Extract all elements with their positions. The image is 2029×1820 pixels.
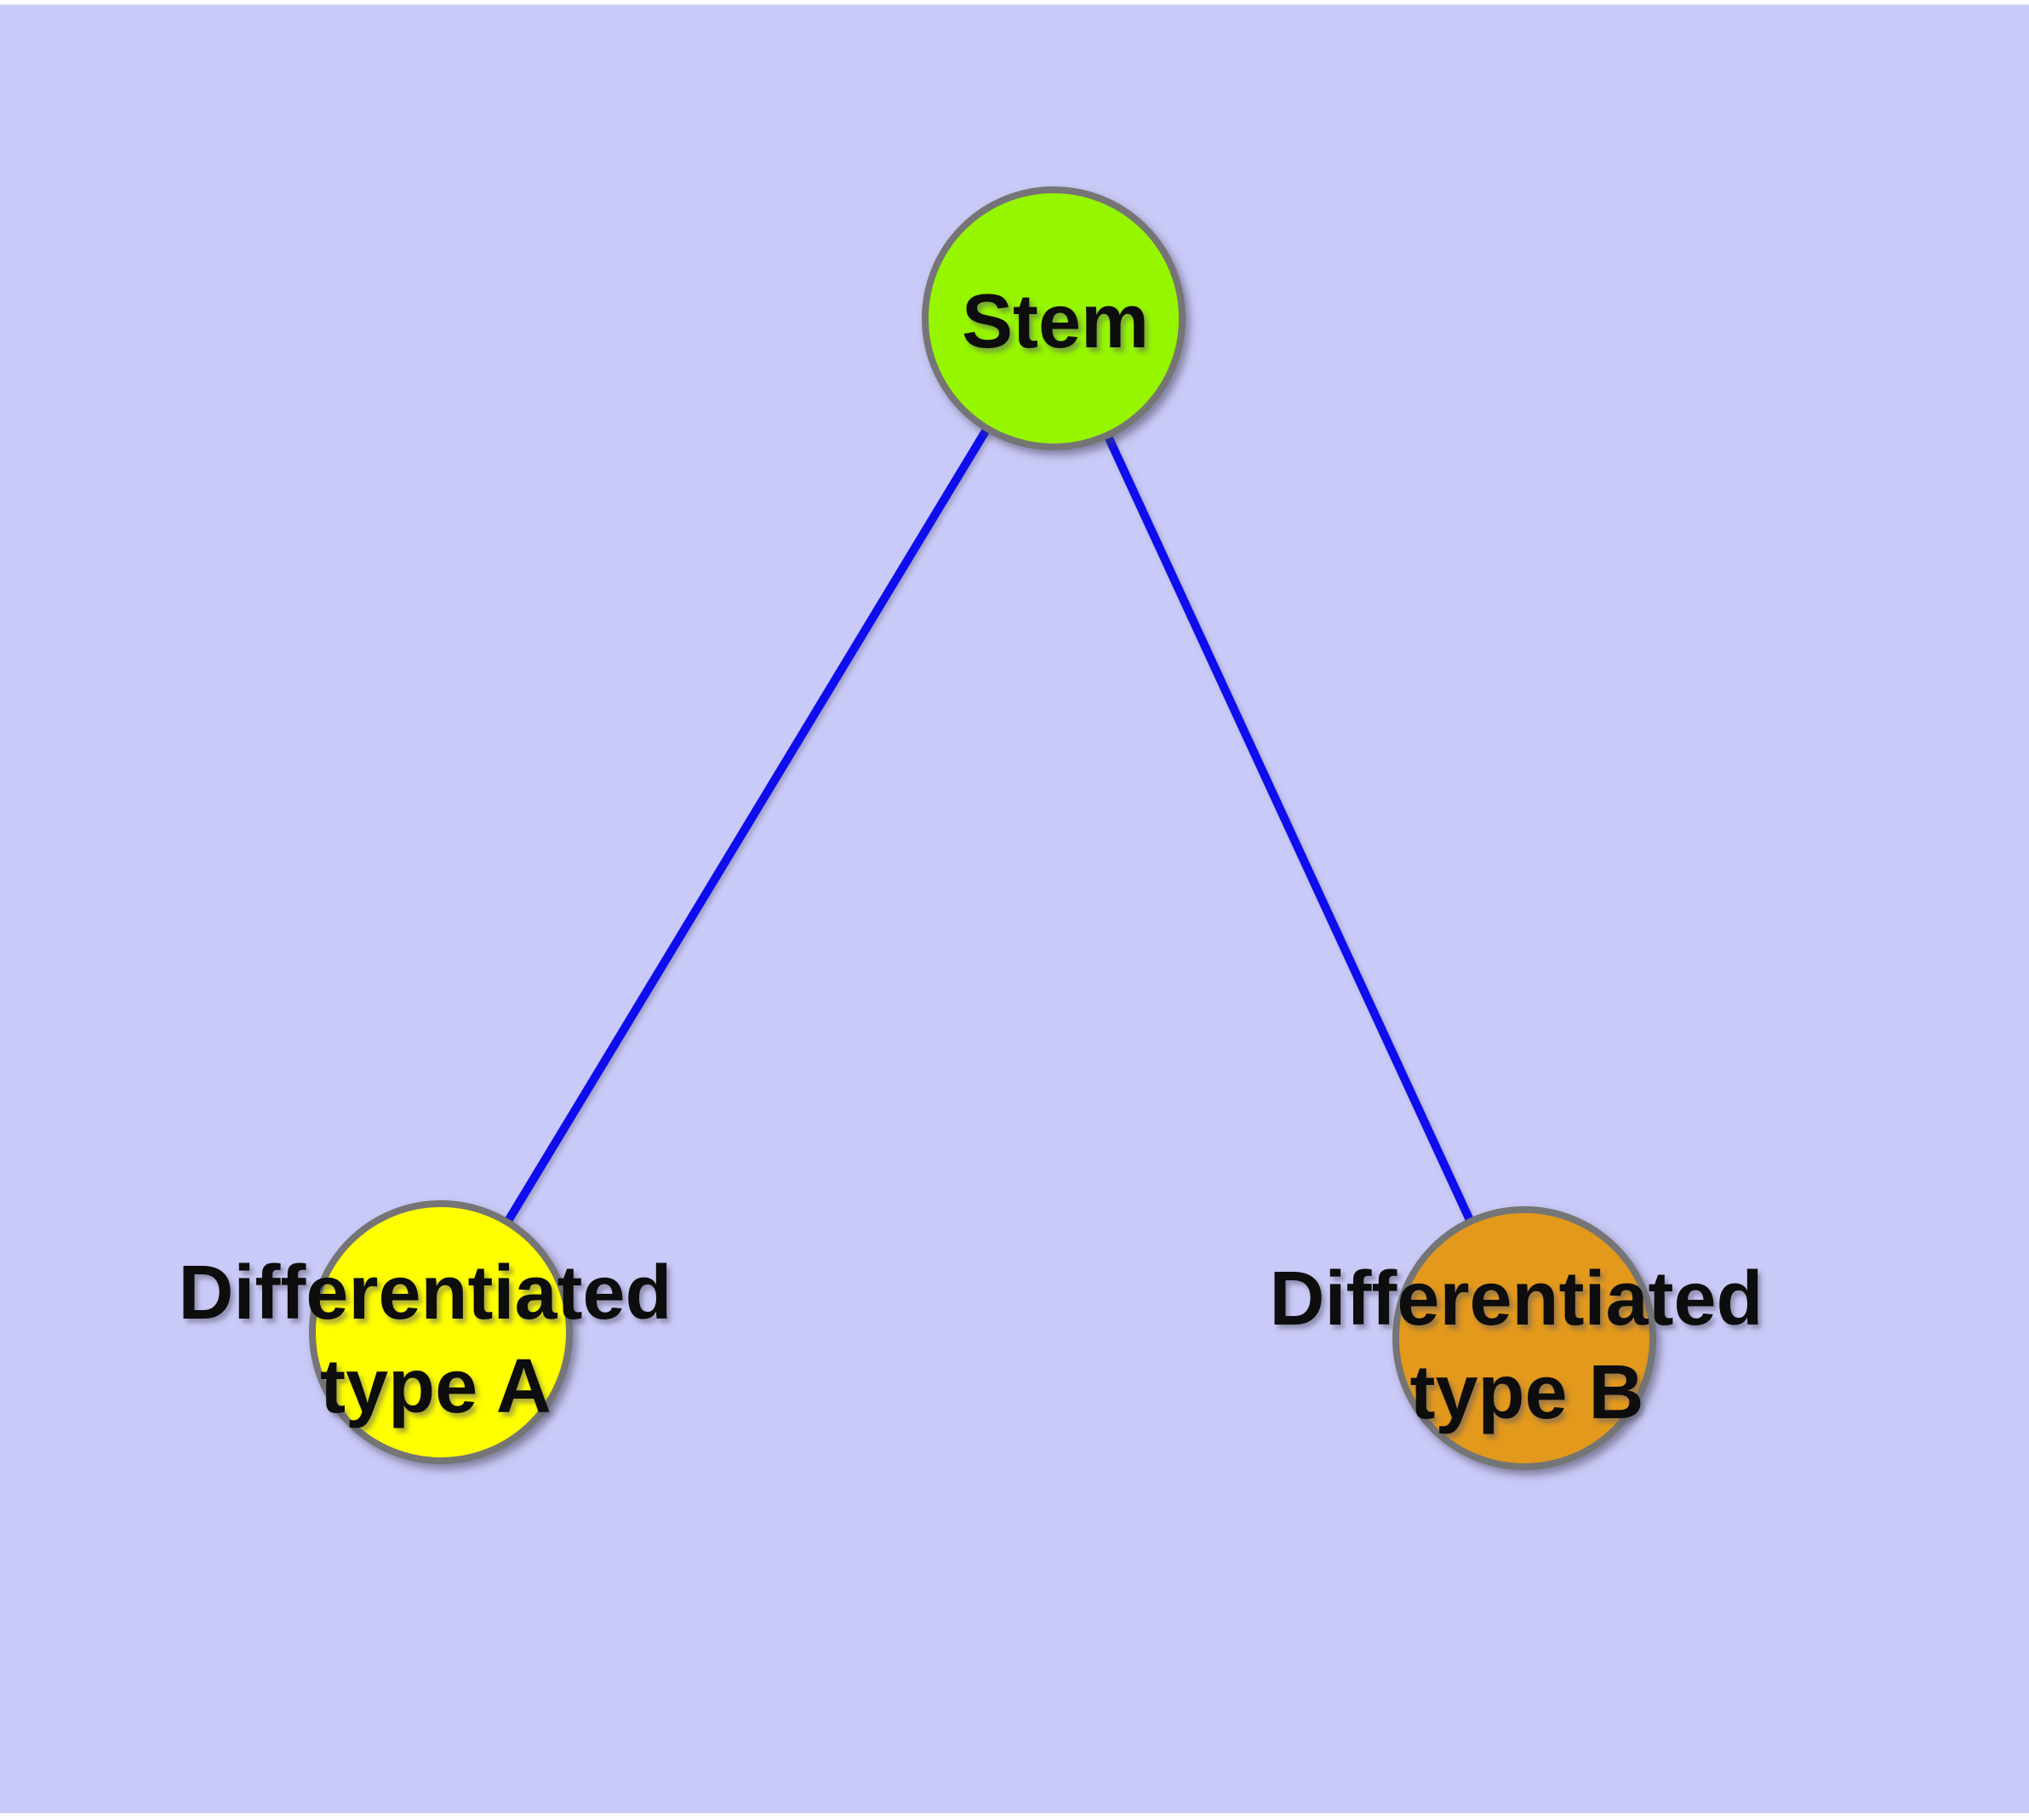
bottom-edge-strip: [0, 1813, 2029, 1820]
node-differentiated-type-a: Differentiated type A: [178, 1200, 693, 1464]
node-type-b-circle: [1392, 1206, 1656, 1470]
node-type-a-label-line2: type A: [320, 1344, 552, 1429]
node-type-a-circle: [309, 1200, 573, 1464]
node-stem-label-line1: Stem: [962, 279, 1149, 364]
node-type-b-label-line1: Differentiated: [1269, 1256, 1763, 1342]
node-differentiated-type-b: Differentiated type B: [1269, 1206, 1784, 1470]
edge-stem-to-type-a: [437, 316, 1058, 1335]
node-type-b-label-line2: type B: [1409, 1350, 1643, 1435]
edges: [437, 316, 1529, 1341]
node-type-a-label-line1: Differentiated: [178, 1251, 672, 1336]
node-stem-circle: [922, 186, 1186, 450]
edge-stem-to-type-b: [1049, 316, 1529, 1341]
top-edge-strip: [0, 0, 2029, 5]
node-stem: Stem: [922, 186, 1186, 450]
node-type-a-label: Differentiated type A: [178, 1251, 693, 1429]
node-stem-label: Stem: [962, 279, 1149, 364]
node-type-b-label: Differentiated type B: [1269, 1256, 1784, 1435]
